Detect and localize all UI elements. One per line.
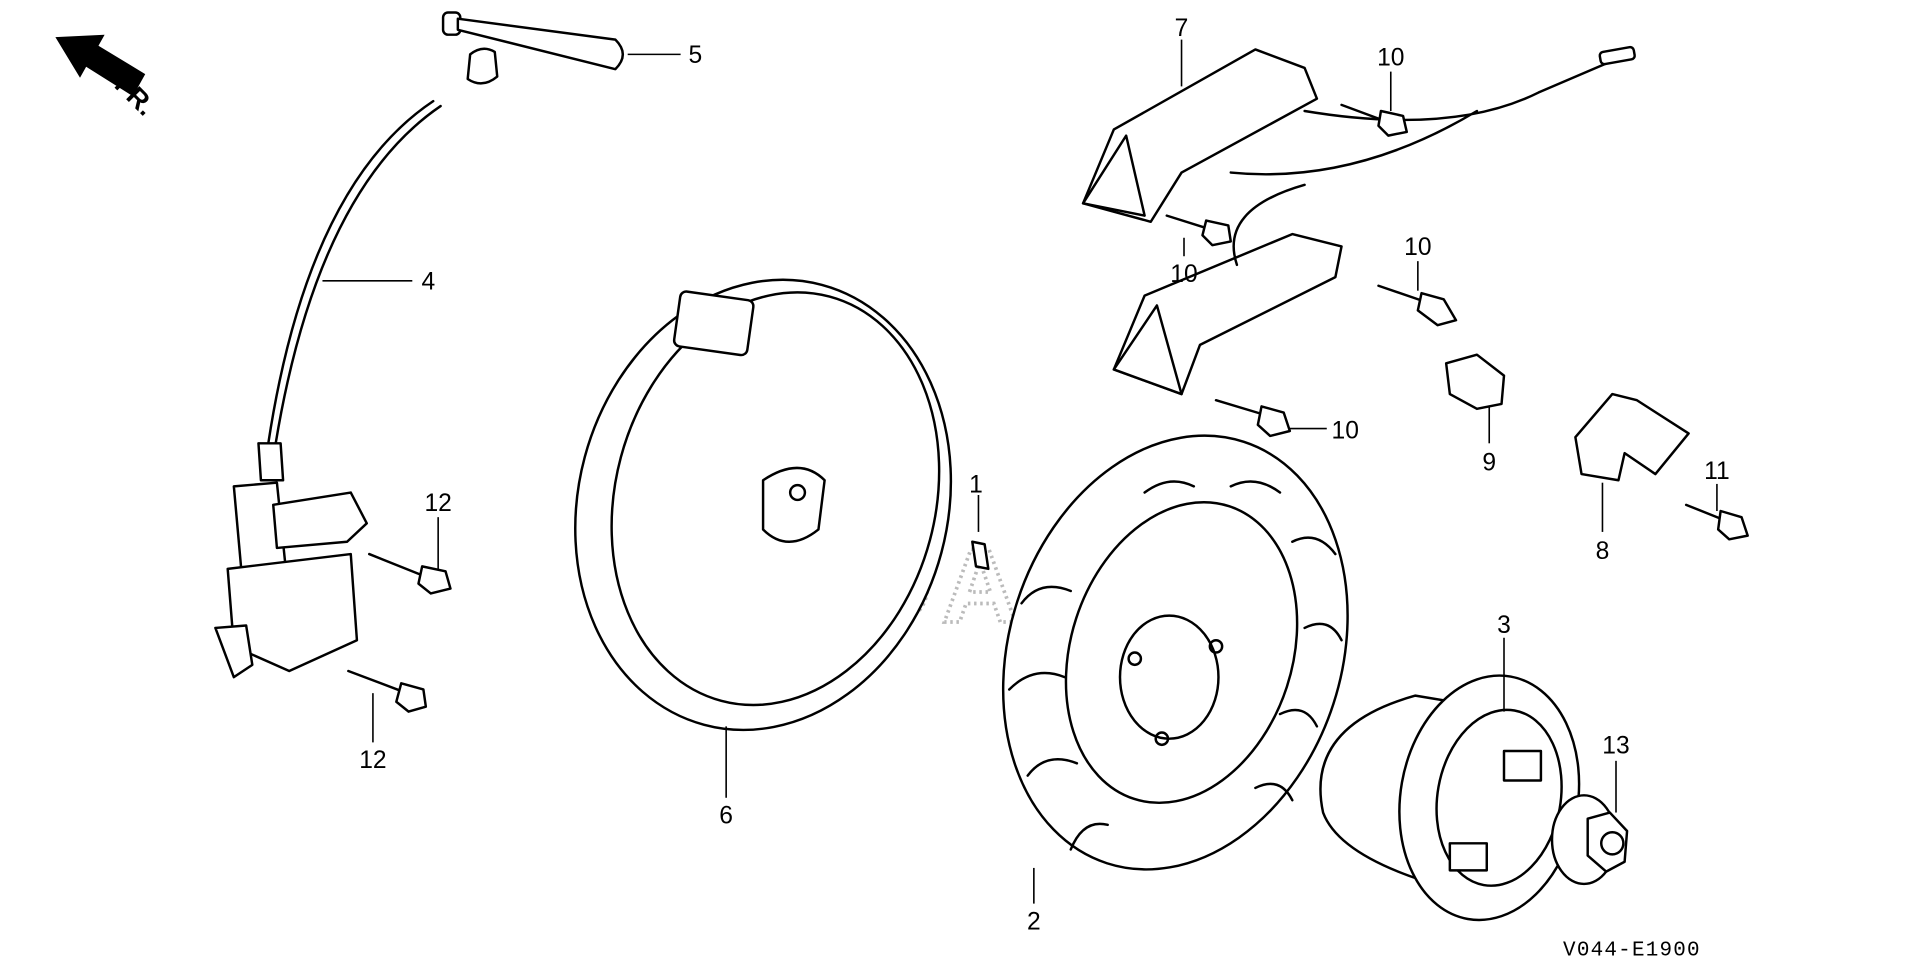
callout-9[interactable]: 9 (1482, 406, 1496, 476)
svg-text:13: 13 (1602, 732, 1629, 759)
svg-text:10: 10 (1332, 417, 1359, 444)
flange-nut (1550, 794, 1629, 886)
charge-coil (1081, 45, 1636, 396)
bolt-12-lower (347, 669, 428, 713)
flywheel (1001, 434, 1349, 871)
callout-12-lower[interactable]: 12 (359, 693, 387, 774)
svg-text:11: 11 (1704, 458, 1730, 485)
bolt-12-upper (368, 552, 452, 595)
bolt-10-d (1214, 399, 1292, 438)
callout-10-a[interactable]: 10 (1377, 44, 1404, 111)
callout-11[interactable]: 11 (1704, 458, 1730, 511)
drawing-code: V044-E1900 (1563, 939, 1701, 958)
svg-text:7: 7 (1175, 15, 1189, 42)
flywheel-cover (574, 278, 953, 732)
svg-text:2: 2 (1027, 908, 1041, 935)
high-tension-cord (267, 99, 435, 445)
svg-text:10: 10 (1404, 234, 1431, 261)
ignition-coil (214, 442, 368, 679)
svg-text:5: 5 (689, 42, 703, 69)
callout-1[interactable]: 1 (969, 472, 983, 532)
callout-6[interactable]: 6 (719, 726, 733, 830)
svg-text:12: 12 (424, 490, 451, 517)
callout-2[interactable]: 2 (1027, 867, 1041, 936)
svg-text:8: 8 (1596, 538, 1610, 565)
bracket (1574, 392, 1690, 482)
woodruff-key (971, 540, 990, 571)
svg-text:4: 4 (421, 268, 435, 295)
bolt-10-c (1377, 284, 1458, 327)
starter-pulley (1319, 674, 1581, 922)
svg-text:10: 10 (1170, 261, 1197, 288)
svg-text:12: 12 (359, 747, 386, 774)
callout-10-d[interactable]: 10 (1289, 417, 1359, 444)
bolt-10-b (1165, 214, 1233, 247)
svg-text:10: 10 (1377, 44, 1404, 71)
callout-8[interactable]: 8 (1596, 482, 1610, 565)
svg-text:3: 3 (1497, 612, 1511, 639)
callout-12-upper[interactable]: 12 (424, 490, 452, 569)
callout-4[interactable]: 4 (322, 268, 435, 295)
front-direction-arrow-icon: FR. (55, 34, 162, 121)
spark-plug-cap (441, 11, 624, 85)
callout-3[interactable]: 3 (1497, 612, 1511, 712)
bolt-11 (1684, 503, 1749, 541)
callout-5[interactable]: 5 (627, 42, 703, 69)
clamp (1444, 353, 1506, 411)
callout-7[interactable]: 7 (1175, 15, 1189, 87)
svg-text:1: 1 (969, 472, 983, 499)
bolt-10-a (1340, 103, 1409, 137)
callout-10-b[interactable]: 10 (1170, 237, 1198, 288)
callout-13[interactable]: 13 (1602, 732, 1630, 813)
svg-text:9: 9 (1482, 449, 1496, 476)
svg-text:6: 6 (719, 803, 733, 830)
callout-10-c[interactable]: 10 (1404, 234, 1432, 291)
